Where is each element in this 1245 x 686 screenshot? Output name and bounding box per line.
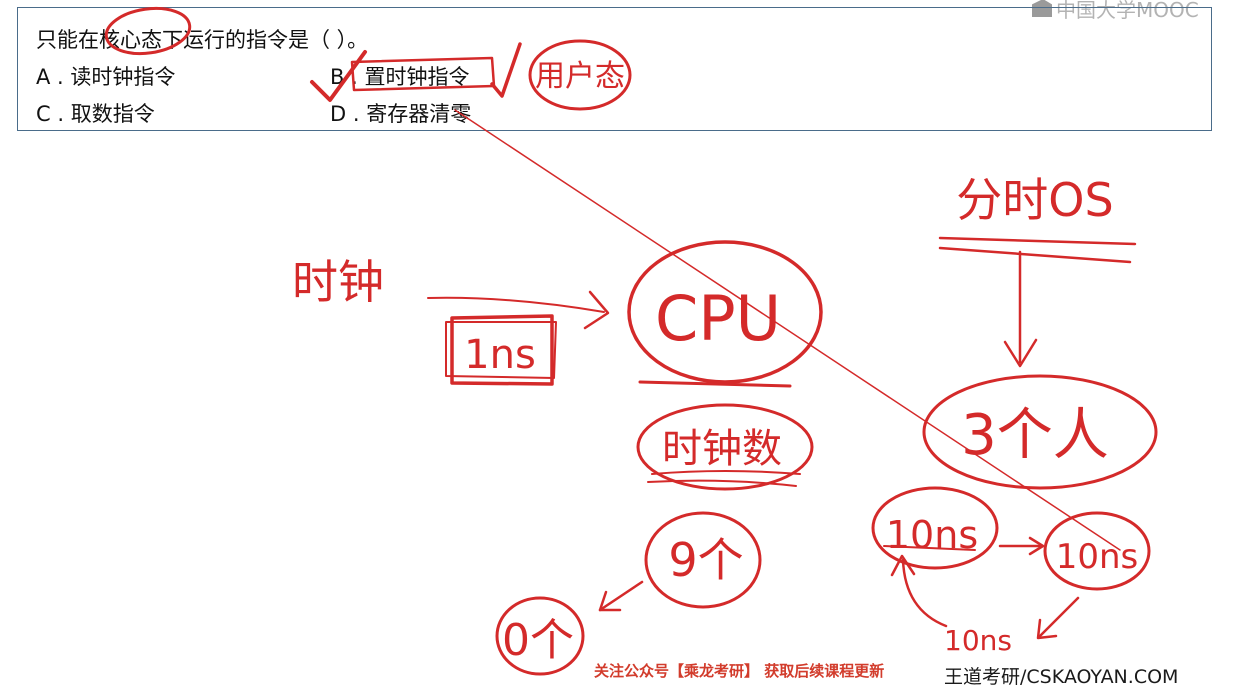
option-d: D . 寄存器清零	[330, 102, 472, 126]
cpu-underline	[638, 380, 792, 388]
clock-label: 时钟	[292, 255, 384, 309]
users-label: 3个人	[961, 403, 1109, 468]
clock-arrow-head-icon	[583, 290, 610, 330]
slice-down-arrow-line	[1038, 596, 1080, 638]
footer-brand: 王道考研/CSKAOYAN.COM	[944, 666, 1179, 686]
option-b-text: 置时钟指令	[364, 65, 470, 89]
clock-arrow-line	[427, 296, 605, 313]
reset-arrow-head-icon	[598, 590, 622, 612]
mooc-watermark-text: 中国大学MOOC	[1056, 0, 1199, 22]
count-value: 9个	[668, 533, 743, 587]
diagonal-line	[454, 109, 1121, 551]
slice-arrow-head-icon	[1028, 536, 1045, 556]
circle-count-value	[644, 511, 762, 609]
mooc-watermark: 中国大学MOOC	[1032, 0, 1232, 22]
slice-first: 10ns	[886, 513, 978, 557]
circle-users	[922, 374, 1158, 490]
question-stem: 只能在核心态下运行的指令是（ ）。	[36, 28, 369, 52]
box-1ns	[450, 314, 554, 386]
reset-arrow-line	[598, 580, 644, 612]
count-reset: 0个	[502, 615, 574, 666]
loop-arrow-line	[901, 558, 948, 628]
clock-count-underline-2	[647, 479, 797, 487]
option-d-letter: D	[330, 102, 347, 126]
clock-count-label: 时钟数	[662, 426, 782, 472]
circle-clock-count	[636, 403, 814, 491]
box-1ns-outer	[445, 321, 557, 379]
option-a-text: 读时钟指令	[70, 65, 176, 89]
option-a: A . 读时钟指令	[36, 65, 176, 89]
slice-third: 10ns	[944, 624, 1012, 657]
option-b-letter: B	[330, 65, 345, 89]
circle-slice-second	[1043, 511, 1151, 591]
slice-down-arrow-head-icon	[1036, 618, 1058, 640]
option-c-text: 取数指令	[70, 102, 155, 126]
slice-first-underline	[883, 545, 976, 551]
slice-second: 10ns	[1056, 537, 1139, 577]
circle-cpu	[627, 240, 823, 384]
circle-count-reset	[495, 596, 585, 676]
circle-slice-first	[871, 486, 999, 570]
os-underline-2	[938, 246, 1132, 264]
os-underline	[938, 236, 1137, 246]
option-b: B . 置时钟指令	[330, 65, 470, 89]
option-d-text: 寄存器清零	[366, 102, 472, 126]
loop-arrow-head-icon	[890, 554, 916, 577]
clock-count-underline	[651, 470, 801, 475]
footer-promo: 关注公众号【乘龙考研】 获取后续课程更新	[594, 662, 885, 680]
option-a-letter: A	[36, 65, 51, 89]
clock-period: 1ns	[464, 332, 536, 378]
timeshare-os-label: 分时OS	[956, 173, 1113, 227]
option-c-letter: C	[36, 102, 51, 126]
os-arrow-head-icon	[1003, 338, 1038, 368]
option-c: C . 取数指令	[36, 102, 155, 126]
cpu-label: CPU	[655, 282, 781, 355]
mooc-logo-icon	[1032, 0, 1052, 17]
